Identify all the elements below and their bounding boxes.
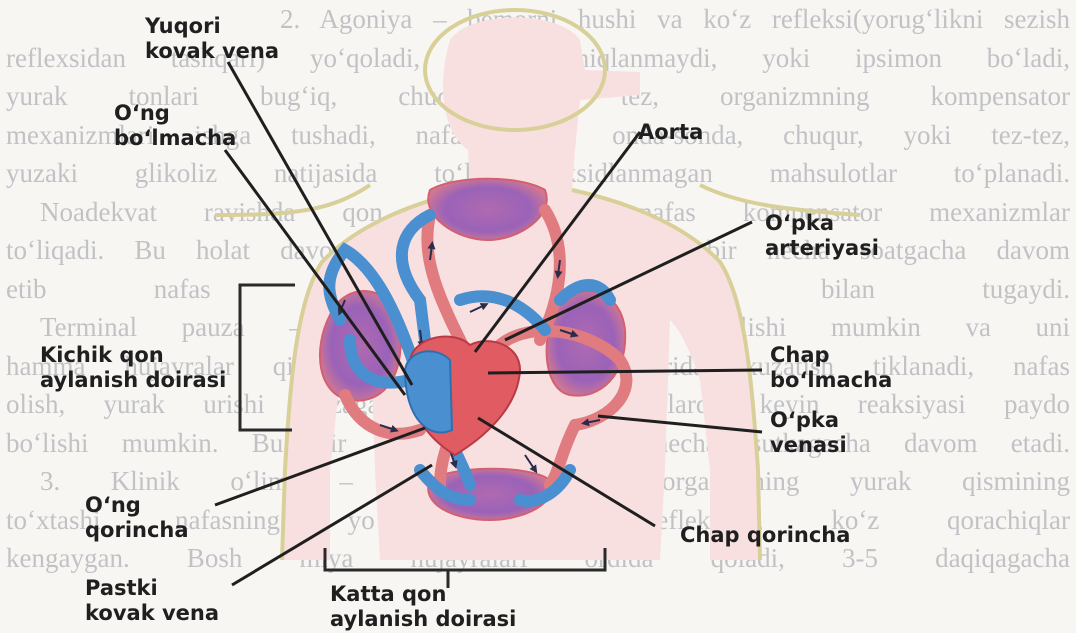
label-aorta: Aorta bbox=[638, 120, 703, 145]
label-chap-qorincha: Chap qorincha bbox=[680, 523, 850, 548]
